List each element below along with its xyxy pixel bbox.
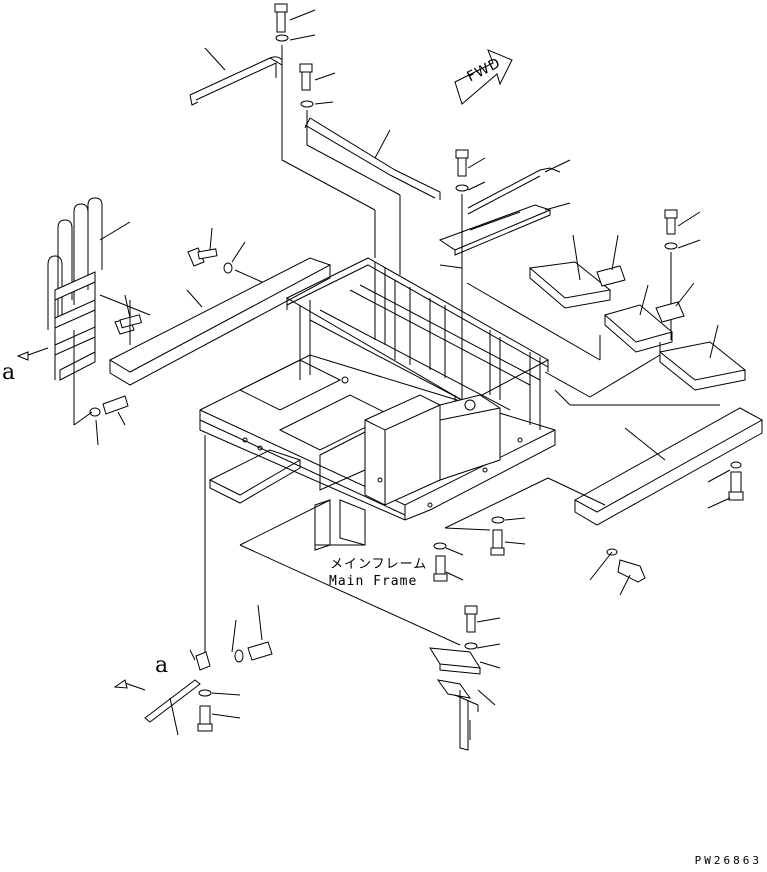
bolt-bracket-lower bbox=[464, 605, 478, 650]
bolt-right-upper bbox=[664, 209, 678, 250]
caption-english: Main Frame bbox=[329, 574, 418, 589]
step-block-2 bbox=[603, 304, 674, 353]
step-block-3 bbox=[658, 341, 747, 391]
bracket-plate-lower bbox=[429, 647, 481, 675]
bolt-top-center bbox=[299, 63, 314, 108]
bolt-bottom-center bbox=[490, 516, 505, 556]
bolt-ladder-lower bbox=[89, 395, 129, 417]
nut-lower-left bbox=[195, 651, 211, 671]
long-step-left bbox=[108, 257, 332, 386]
main-frame bbox=[199, 257, 556, 551]
ladder bbox=[47, 197, 103, 381]
step-block-1 bbox=[528, 261, 612, 309]
bolt-lower-left-b bbox=[197, 689, 213, 732]
bolt-top-right bbox=[455, 149, 469, 192]
bolt-ladder-upper bbox=[114, 314, 143, 335]
bolt-top-left bbox=[274, 3, 289, 42]
bolt-right-bottom bbox=[606, 548, 646, 583]
caption-japanese: メインフレーム bbox=[330, 557, 428, 572]
bolt-bottom-left bbox=[433, 542, 448, 582]
bolt-right-lower bbox=[728, 461, 744, 501]
bolt-left-step bbox=[187, 247, 233, 274]
bracket-2 bbox=[655, 301, 685, 323]
reference-mark-a-lower: a bbox=[155, 653, 169, 678]
reference-mark-a-upper: a bbox=[2, 360, 16, 385]
bracket-lower bbox=[436, 679, 479, 751]
bolt-lower-left-a bbox=[234, 641, 273, 663]
handrail-top-left bbox=[189, 56, 283, 106]
bracket-1 bbox=[596, 265, 626, 287]
plate-top-right bbox=[438, 204, 552, 256]
rod-lower-left bbox=[144, 679, 201, 723]
fwd-arrow bbox=[454, 49, 513, 105]
handrail-top-center bbox=[304, 117, 441, 200]
drawing-number: PW26863 bbox=[694, 854, 762, 867]
long-step-right bbox=[573, 407, 764, 526]
